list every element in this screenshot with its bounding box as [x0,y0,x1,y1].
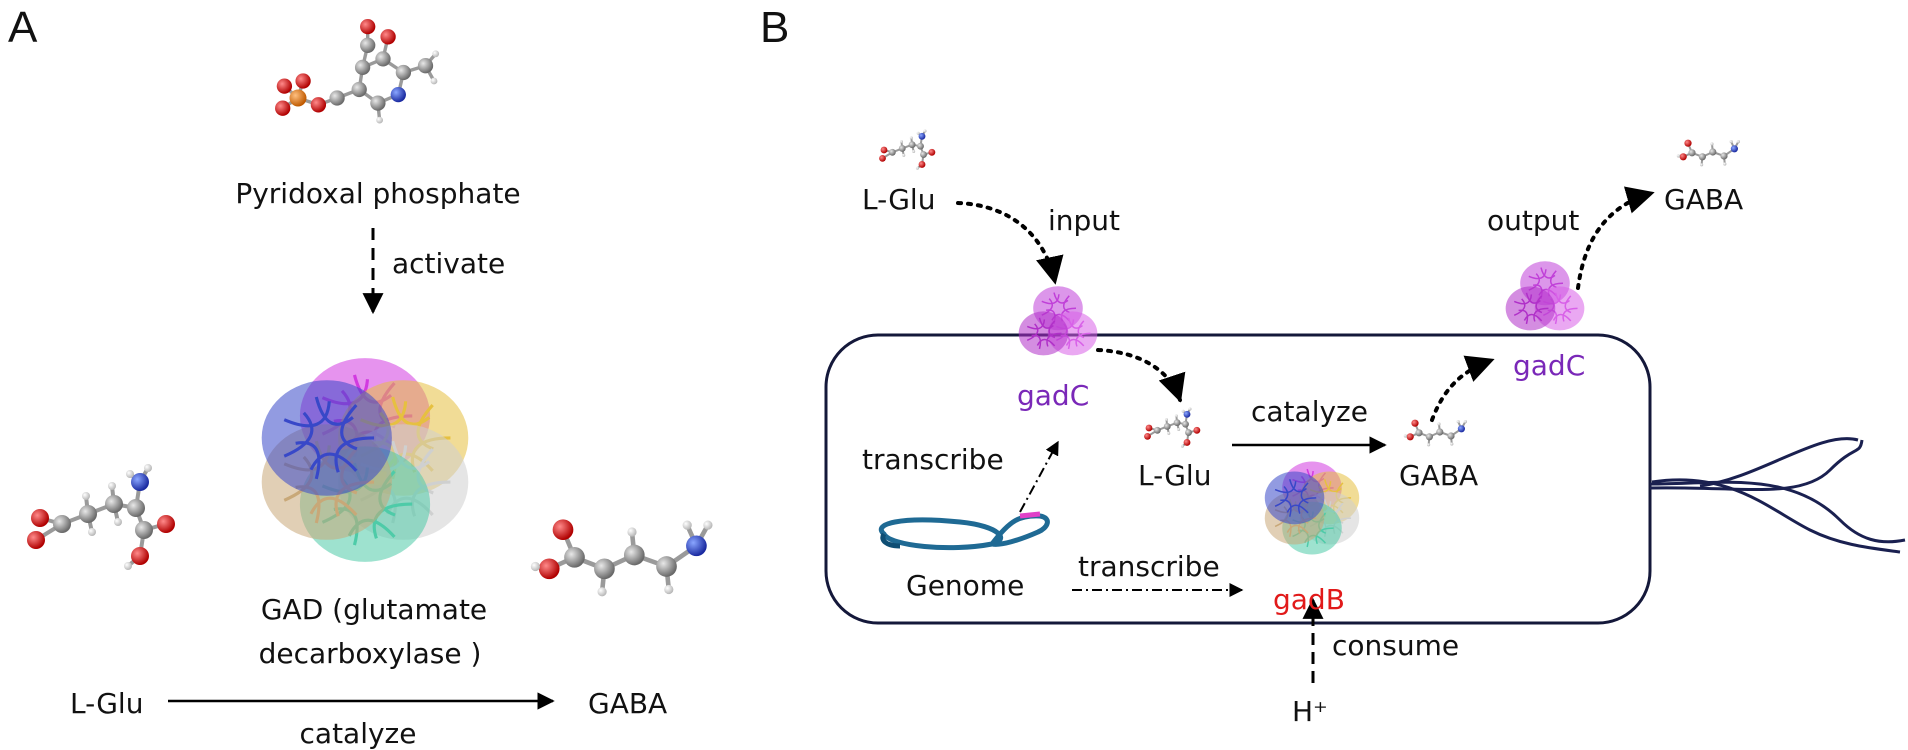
flagellum [1649,437,1906,554]
genome-dna-icon [878,511,1050,551]
pyridoxal-phosphate-molecule [275,18,440,124]
transcribe-arrow-gadc [1019,440,1059,513]
inner-product-label: GABA [1399,459,1479,492]
cell-membrane [824,333,1652,625]
gadc-label-in: gadC [1017,379,1090,412]
substrate-label-a: L-Glu [70,687,144,720]
gadb-label: gadB [1273,583,1345,616]
gadc-transporter-out [1505,261,1585,331]
cofactor-label: Pyridoxal phosphate [235,177,521,210]
output-arrow [1576,186,1655,290]
gaba-molecule-a [530,519,713,597]
product-label-a: GABA [588,687,668,720]
genome-label: Genome [906,569,1025,602]
consume-label: consume [1332,629,1460,662]
inner-substrate-label: L-Glu [1138,459,1212,492]
gadb-enzyme-structure [1264,461,1360,555]
glutamate-molecule-a [27,464,175,570]
transcribe-label-1: transcribe [862,443,1004,476]
output-product-label: GABA [1664,183,1744,216]
panel-label-a: A [8,3,38,52]
activate-label: activate [392,247,506,280]
gad-enzyme-structure [261,358,469,562]
proton-label: H⁺ [1292,695,1328,728]
panel-label-b: B [760,3,790,52]
input-label: input [1048,204,1121,237]
transcribe-label-2: transcribe [1078,550,1220,583]
gadc-to-lglu-arrow [1096,348,1186,403]
catalyze-label-a: catalyze [299,717,417,750]
gaba-molecule-b-top [1676,139,1740,167]
enzyme-label-line1: GAD (glutamate [260,593,488,626]
gadc-transporter-in [1018,286,1098,356]
input-arrow [956,201,1064,285]
enzyme-label-line2: decarboxylase ) [258,637,482,670]
gaba-molecule-b-inner [1403,419,1467,447]
gaba-to-gadc-arrow [1430,355,1495,422]
glutamate-molecule-b-top [879,129,936,170]
gadc-label-out: gadC [1513,349,1586,382]
catalyze-label-b: catalyze [1251,395,1368,428]
glutamate-molecule-b-inner [1144,407,1201,448]
output-label: output [1487,204,1580,237]
input-substrate-label: L-Glu [862,183,936,216]
